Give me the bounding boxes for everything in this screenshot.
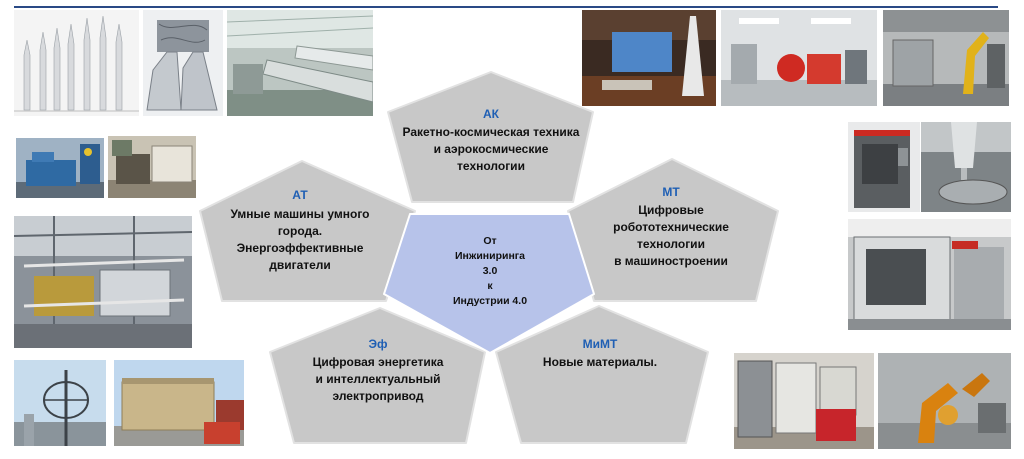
power-module-building-photo xyxy=(114,360,244,446)
rocket-assembly-hall-photo xyxy=(227,10,373,116)
center-line-1: От xyxy=(483,235,496,247)
conference-hall-photo xyxy=(582,10,716,106)
pentagon-ak-shape xyxy=(387,71,594,203)
rocket-engine-photo xyxy=(143,10,223,116)
welding-robot-photo xyxy=(878,353,1011,449)
pentagon-mimt-shape xyxy=(495,305,709,444)
pentagon-mt-shape xyxy=(567,158,779,302)
engine-test-stand-photo xyxy=(108,136,196,198)
pentagon-mimt-line-1: Новые материалы. xyxy=(543,355,657,369)
pentagon-ef-line-3: электропривод xyxy=(333,389,424,403)
pentagon-mt-line-3: технологии xyxy=(637,237,705,251)
rockets-lineup-photo xyxy=(14,10,139,116)
hydraulic-test-bench-photo xyxy=(16,138,104,198)
pentagon-mt-code: МТ xyxy=(662,185,680,199)
center-line-5: Индустрии 4.0 xyxy=(453,295,527,307)
pentagon-at-line-2: города. xyxy=(278,224,322,238)
test-laboratory-photo xyxy=(721,10,877,106)
pentagon-ef-line-2: и интеллектуальный xyxy=(316,372,441,386)
machining-center-photo xyxy=(848,219,1011,330)
pentagon-ef-code: Эф xyxy=(368,337,388,351)
materials-lab-equipment-photo xyxy=(734,353,874,449)
pentagon-mimt-code: МиМТ xyxy=(583,337,618,351)
top-rule xyxy=(14,6,998,8)
pentagon-ak-code: АК xyxy=(483,107,500,121)
pentagon-at-shape xyxy=(199,160,416,302)
cnc-milling-head-photo xyxy=(921,122,1011,212)
pentagon-ef[interactable]: Эф Цифровая энергетика и интеллектуальны… xyxy=(269,307,486,444)
pentagon-mt[interactable]: МТ Цифровые робототехнические технологии… xyxy=(567,158,779,302)
pentagon-at[interactable]: АТ Умные машины умного города. Энергоэфф… xyxy=(199,160,416,302)
pentagon-ak-line-1: Ракетно-космическая техника xyxy=(403,125,580,139)
pentagon-at-line-4: двигатели xyxy=(269,258,331,272)
pentagon-ak[interactable]: АК Ракетно-космическая техника и аэрокос… xyxy=(387,71,594,203)
center-line-2: Инжиниринга xyxy=(455,250,525,262)
wind-turbine-photo xyxy=(14,360,106,446)
pentagon-mt-line-1: Цифровые xyxy=(638,203,704,217)
pentagon-ak-line-2: и аэрокосмические xyxy=(434,142,549,156)
pentagon-mt-line-4: в машиностроении xyxy=(614,254,728,268)
pentagon-mt-line-2: робототехнические xyxy=(613,220,729,234)
pentagon-mimt[interactable]: МиМТ Новые материалы. xyxy=(495,305,709,444)
center-pentagon: От Инжиниринга 3.0 к Индустрии 4.0 xyxy=(383,213,595,354)
robot-cell-photo xyxy=(883,10,1009,106)
pentagon-at-line-1: Умные машины умного xyxy=(231,207,370,221)
center-line-4: к xyxy=(487,280,493,292)
pentagon-at-code: АТ xyxy=(292,188,308,202)
center-pentagon-shape xyxy=(383,213,595,354)
industrial-plant-photo xyxy=(14,216,192,348)
pentagon-ak-line-3: технологии xyxy=(457,159,525,173)
cnc-machine-photo xyxy=(848,122,920,212)
pentagon-at-line-3: Энергоэффективные xyxy=(237,241,364,255)
pentagon-ef-line-1: Цифровая энергетика xyxy=(313,355,444,369)
center-line-3: 3.0 xyxy=(483,265,498,277)
pentagon-ef-shape xyxy=(269,307,486,444)
